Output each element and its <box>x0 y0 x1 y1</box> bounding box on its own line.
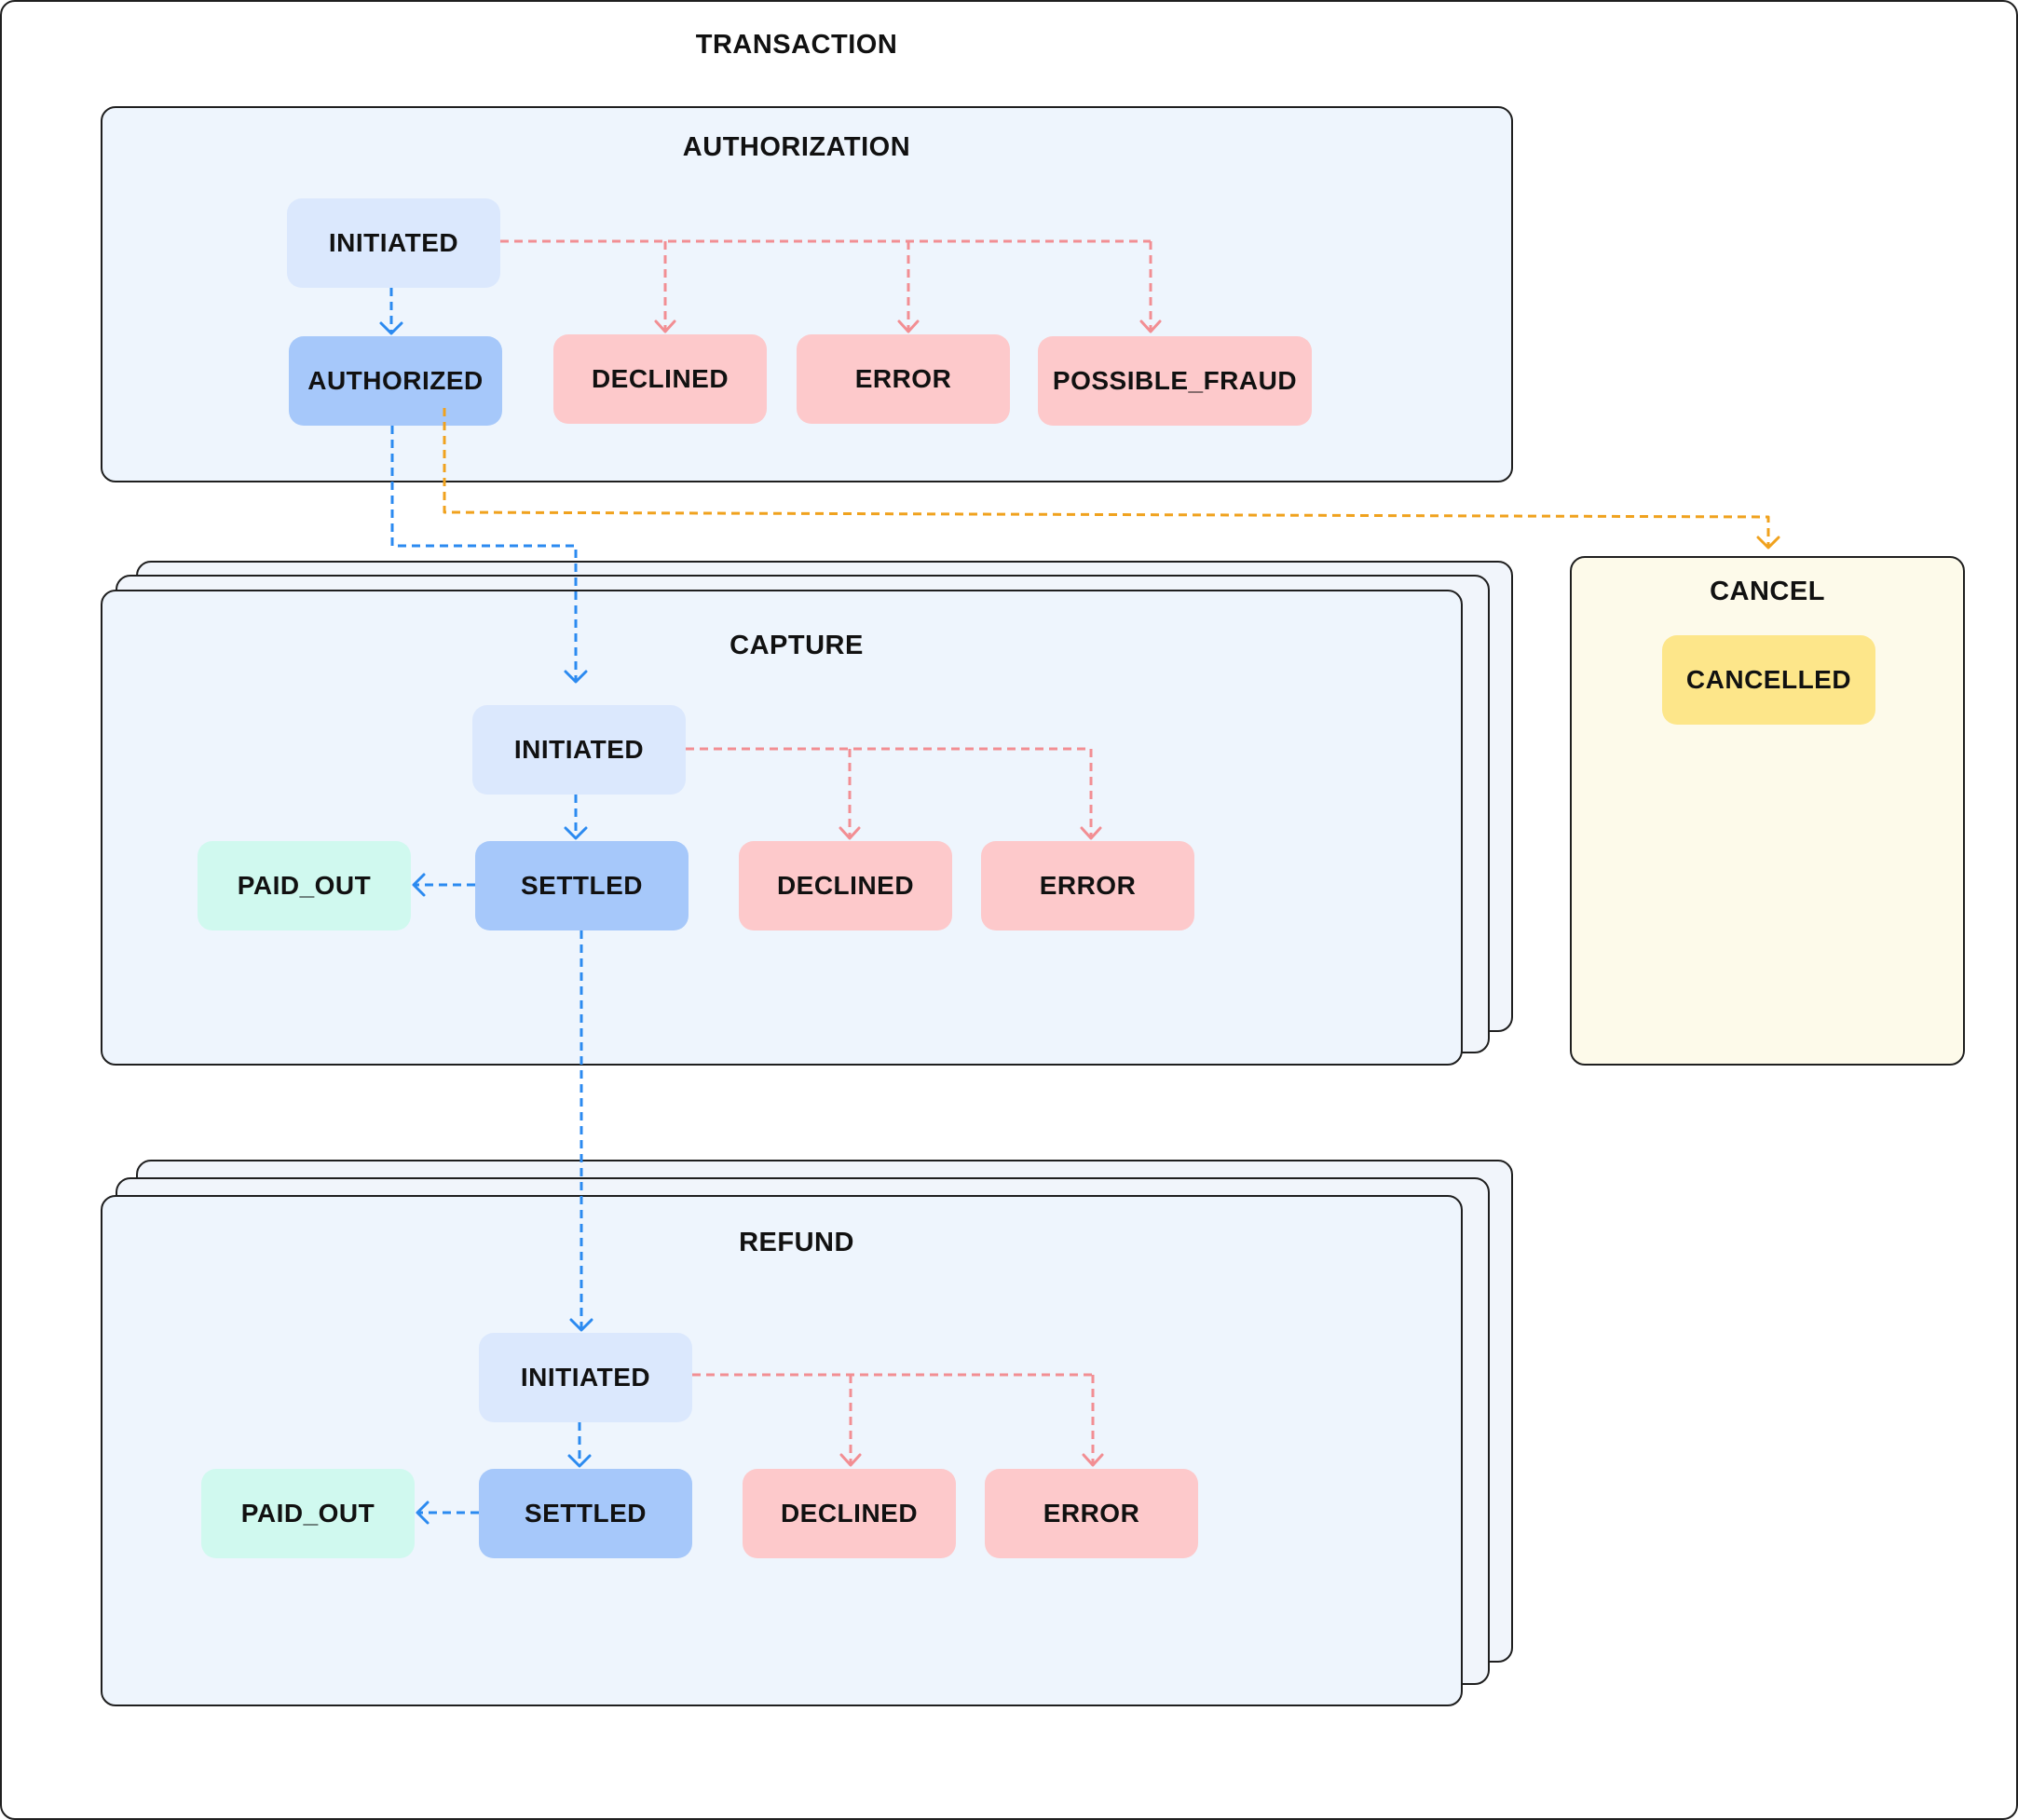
cancel-cancelled-state: CANCELLED <box>1662 635 1875 725</box>
capture-declined-state: DECLINED <box>739 841 952 930</box>
capture-error-state: ERROR <box>981 841 1194 930</box>
refund-panel <box>101 1195 1463 1706</box>
refund-initiated-state: INITIATED <box>479 1333 692 1422</box>
authorization-possible-fraud-state: POSSIBLE_FRAUD <box>1038 336 1312 426</box>
refund-paid-out-state: PAID_OUT <box>201 1469 415 1558</box>
refund-declined-state: DECLINED <box>743 1469 956 1558</box>
cancel-title: CANCEL <box>1710 577 1825 606</box>
refund-error-state: ERROR <box>985 1469 1198 1558</box>
authorization-initiated-state: INITIATED <box>287 198 500 288</box>
authorization-declined-state: DECLINED <box>553 334 767 424</box>
authorization-authorized-state: AUTHORIZED <box>289 336 502 426</box>
transaction-title: TRANSACTION <box>695 30 898 60</box>
authorization-error-state: ERROR <box>797 334 1010 424</box>
refund-settled-state: SETTLED <box>479 1469 692 1558</box>
authorization-title: AUTHORIZATION <box>682 132 911 162</box>
capture-settled-state: SETTLED <box>475 841 689 930</box>
capture-title: CAPTURE <box>729 631 864 660</box>
cancel-panel <box>1570 556 1965 1066</box>
refund-title: REFUND <box>739 1228 854 1257</box>
capture-initiated-state: INITIATED <box>472 705 686 795</box>
capture-paid-out-state: PAID_OUT <box>198 841 411 930</box>
